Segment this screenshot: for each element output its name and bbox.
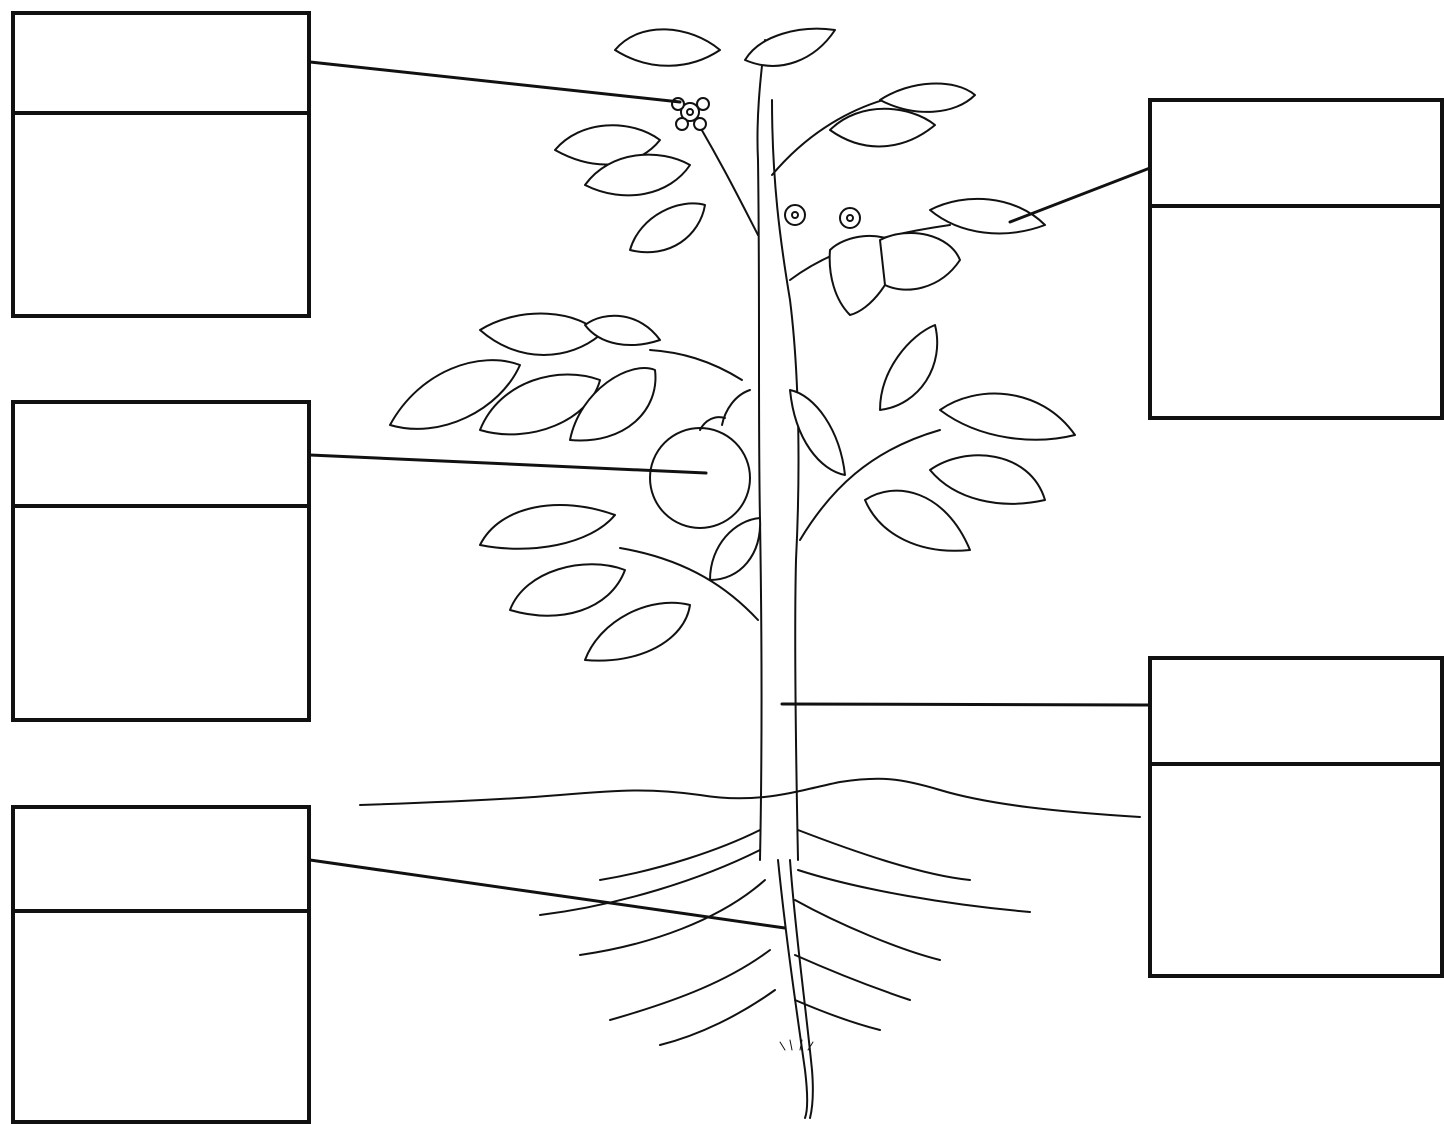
label-title-field[interactable] bbox=[15, 404, 307, 508]
root-icon bbox=[540, 830, 1030, 1118]
label-box-fruit bbox=[11, 400, 311, 722]
label-description-field[interactable] bbox=[15, 115, 307, 314]
label-description-field[interactable] bbox=[1152, 208, 1440, 416]
label-description-field[interactable] bbox=[15, 508, 307, 718]
label-box-stem bbox=[1148, 656, 1444, 978]
label-title-field[interactable] bbox=[15, 809, 307, 913]
label-title-field[interactable] bbox=[15, 15, 307, 115]
label-description-field[interactable] bbox=[15, 913, 307, 1120]
label-title-field[interactable] bbox=[1152, 660, 1440, 766]
leaves-group bbox=[390, 29, 1075, 661]
label-box-leaf bbox=[1148, 98, 1444, 420]
label-box-root bbox=[11, 805, 311, 1124]
label-box-flower bbox=[11, 11, 311, 318]
label-title-field[interactable] bbox=[1152, 102, 1440, 208]
ground-line bbox=[360, 779, 1140, 817]
label-description-field[interactable] bbox=[1152, 766, 1440, 974]
